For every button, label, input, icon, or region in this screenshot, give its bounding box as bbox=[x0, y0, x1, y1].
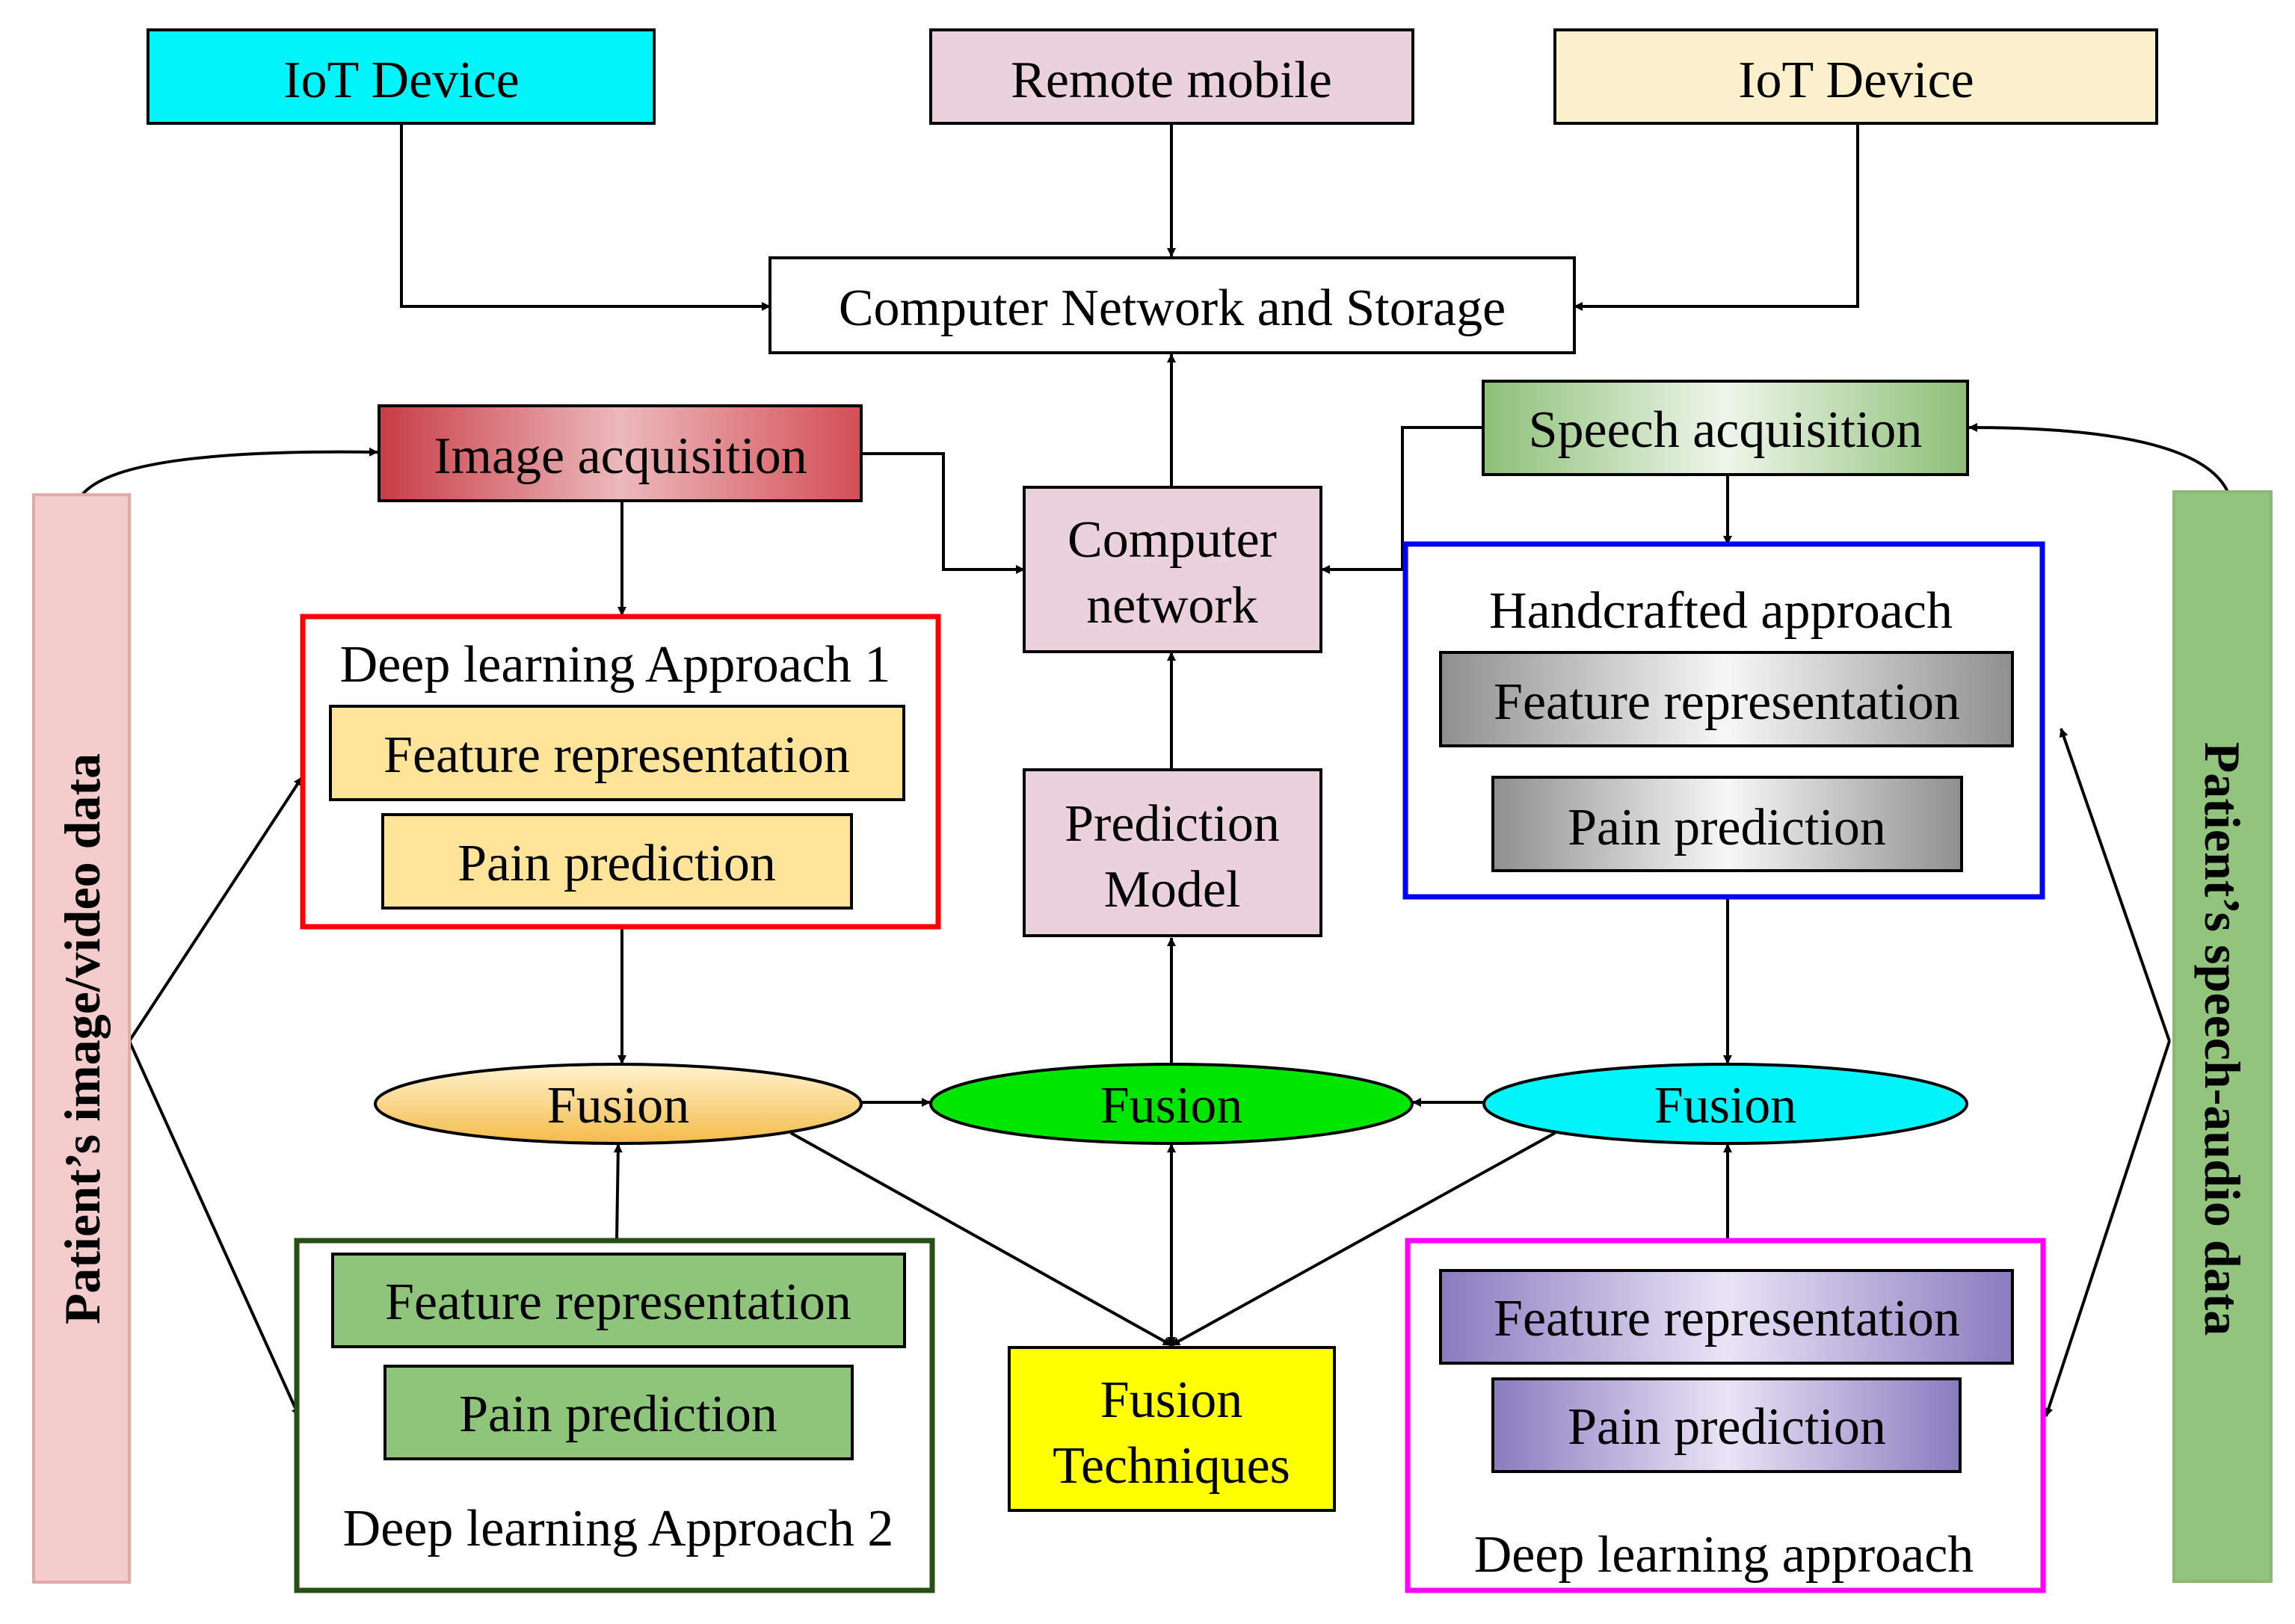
fusion-right: Fusion bbox=[1482, 1063, 1968, 1145]
fusion-techniques-line2: Techniques bbox=[1053, 1437, 1290, 1495]
iot-device-left-label: IoT Device bbox=[283, 52, 520, 109]
image-acquisition: Image acquisition bbox=[378, 404, 863, 502]
remote-mobile: Remote mobile bbox=[929, 28, 1414, 125]
dl-approach-2-title: Deep learning Approach 2 bbox=[343, 1500, 894, 1557]
fusion-left-label: Fusion bbox=[547, 1077, 690, 1134]
patient-speech-audio-data: Patient’s speech-audio data bbox=[2172, 490, 2273, 1583]
handcrafted-title: Handcrafted approach bbox=[1489, 582, 1953, 640]
computer-network-line1: Computer bbox=[1068, 511, 1277, 569]
dl1-pain-prediction: Pain prediction bbox=[458, 835, 776, 892]
dl-speech-approach: Feature representation Pain prediction D… bbox=[1405, 1238, 2046, 1593]
dl-speech-title: Deep learning approach bbox=[1474, 1526, 1974, 1584]
handcrafted-pain-prediction: Pain prediction bbox=[1568, 799, 1886, 856]
prediction-model-line2: Model bbox=[1104, 861, 1241, 918]
fusion-techniques-line1: Fusion bbox=[1100, 1371, 1243, 1429]
speech-acquisition-label: Speech acquisition bbox=[1529, 401, 1923, 459]
side-right-label: Patient’s speech-audio data bbox=[2194, 742, 2251, 1336]
fusion-left: Fusion bbox=[374, 1063, 863, 1145]
handcrafted-approach: Handcrafted approach Feature representat… bbox=[1402, 541, 2045, 900]
speech-acquisition: Speech acquisition bbox=[1482, 380, 1969, 476]
iot-device-right-label: IoT Device bbox=[1738, 52, 1974, 109]
patient-image-video-data: Patient’s image/video data bbox=[32, 493, 131, 1584]
dl-approach-1-title: Deep learning Approach 1 bbox=[340, 636, 891, 694]
dl2-pain-prediction: Pain prediction bbox=[459, 1386, 777, 1443]
iot-device-right: IoT Device bbox=[1553, 28, 2158, 125]
image-acquisition-label: Image acquisition bbox=[434, 427, 807, 485]
connectors bbox=[81, 123, 2229, 1417]
prediction-model: Prediction Model bbox=[1023, 768, 1322, 937]
fusion-right-label: Fusion bbox=[1654, 1077, 1797, 1134]
storage-label: Computer Network and Storage bbox=[839, 280, 1506, 337]
computer-network: Computer network bbox=[1023, 486, 1322, 653]
dl1-feature-representation: Feature representation bbox=[383, 726, 850, 784]
remote-mobile-label: Remote mobile bbox=[1011, 52, 1332, 109]
computer-network-storage: Computer Network and Storage bbox=[768, 256, 1576, 354]
handcrafted-feature-representation: Feature representation bbox=[1494, 673, 1960, 731]
prediction-model-line1: Prediction bbox=[1065, 795, 1280, 853]
computer-network-line2: network bbox=[1086, 577, 1257, 635]
side-left-label: Patient’s image/video data bbox=[54, 753, 111, 1324]
fusion-center: Fusion bbox=[929, 1063, 1414, 1145]
iot-device-left: IoT Device bbox=[147, 28, 656, 125]
dl-approach-2: Feature representation Pain prediction D… bbox=[294, 1238, 935, 1593]
fusion-center-label: Fusion bbox=[1100, 1077, 1243, 1134]
dl-approach-1: Deep learning Approach 1 Feature represe… bbox=[300, 614, 941, 930]
dl2-feature-representation: Feature representation bbox=[385, 1273, 851, 1331]
dls-pain-prediction: Pain prediction bbox=[1568, 1398, 1886, 1456]
dls-feature-representation: Feature representation bbox=[1494, 1290, 1960, 1347]
fusion-techniques: Fusion Techniques bbox=[1008, 1346, 1336, 1512]
